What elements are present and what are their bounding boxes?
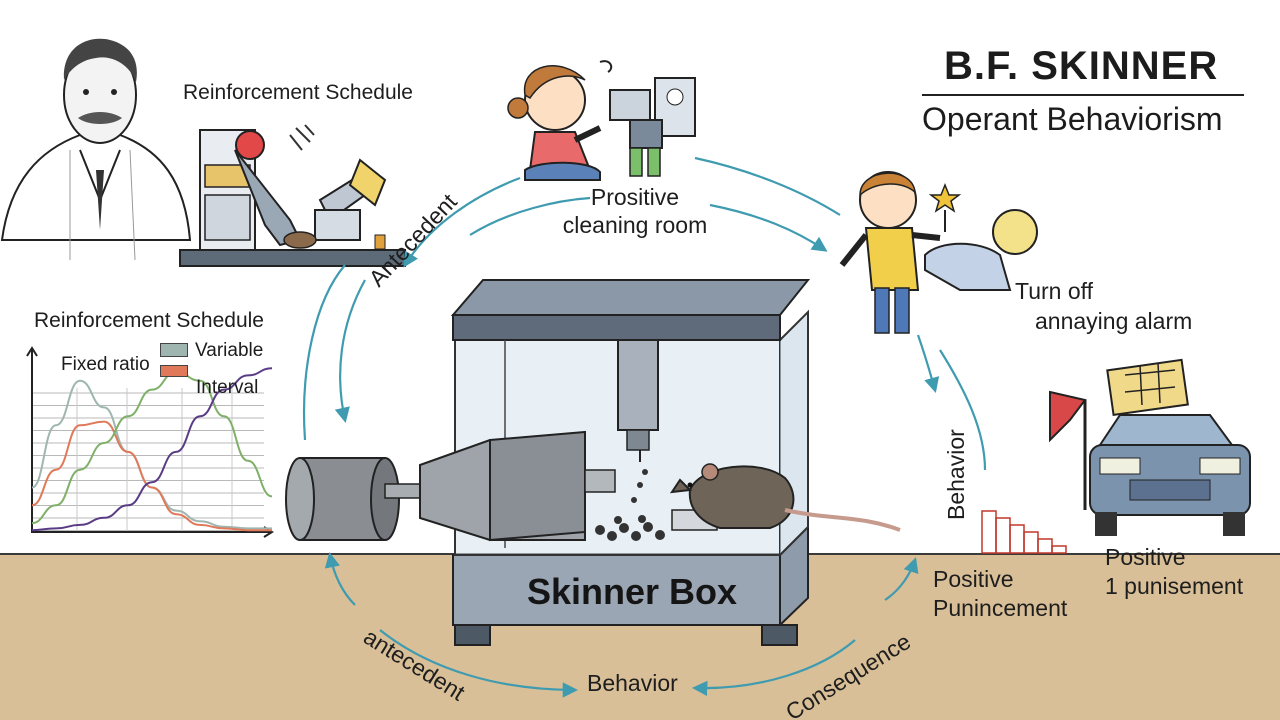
- staircase-step: [1009, 524, 1025, 554]
- legend-fixed-ratio: Fixed ratio: [61, 354, 150, 375]
- positive-punishment2-label-line2: 1 punisement: [1105, 573, 1244, 599]
- positive-punishment2-label-line1: Positive: [1105, 544, 1186, 570]
- positive-punishment-label-line2: Punincement: [933, 595, 1068, 621]
- food-pellets: [595, 469, 665, 541]
- car-illustration: [1049, 358, 1251, 536]
- turn-off-label-line2: annaying alarm: [1035, 308, 1193, 334]
- turn-off-label-line1: Turn off: [1015, 278, 1093, 304]
- chart-series-line-2: [31, 420, 272, 532]
- girl-illustration: [507, 60, 613, 181]
- legend-variable: Variable: [195, 340, 264, 361]
- prositive-label-line2: cleaning room: [562, 212, 708, 238]
- legend-interval-swatch: [160, 365, 188, 377]
- cycle-arrows: [302, 156, 987, 698]
- reinforcement-schedule-label-top: Reinforcement Schedule: [183, 81, 413, 104]
- chart-series-line-1: [31, 379, 272, 530]
- skinner-portrait: [0, 38, 192, 261]
- staircase-step: [981, 510, 997, 554]
- chart-title: Reinforcement Schedule: [34, 309, 264, 332]
- boy-illustration: [839, 171, 1038, 334]
- prositive-label-line1: Prositive: [590, 184, 680, 210]
- reinforcement-chart: [26, 346, 274, 538]
- main-title: B.F. SKINNER: [944, 44, 1219, 88]
- chart-series-line-4: [31, 367, 273, 532]
- title-divider: [922, 94, 1244, 96]
- feeder-cylinder: [285, 457, 426, 541]
- behavior-label-vertical: Behavior: [943, 429, 969, 520]
- staircase-step: [1037, 538, 1053, 554]
- skinner-box: [419, 279, 901, 646]
- rat-illustration: [669, 463, 901, 532]
- consequence-staircase: [981, 510, 1067, 554]
- reinforcement-machine: [179, 124, 406, 267]
- legend-variable-swatch: [160, 343, 188, 357]
- positive-punishment-label-line1: Positive: [933, 566, 1014, 592]
- staircase-step: [1051, 545, 1067, 554]
- staircase-step: [1023, 531, 1039, 554]
- chart-axes: [31, 348, 272, 533]
- subtitle: Operant Behaviorism: [922, 101, 1223, 137]
- behavior-label-bottom: Behavior: [587, 670, 678, 696]
- chart-y-arrowhead: [26, 346, 38, 357]
- robot-device: [609, 77, 696, 177]
- staircase-step: [995, 517, 1011, 554]
- skinner-box-label: Skinner Box: [527, 571, 738, 612]
- chart-series-line-3: [31, 370, 273, 525]
- legend-interval: Interval: [196, 377, 259, 398]
